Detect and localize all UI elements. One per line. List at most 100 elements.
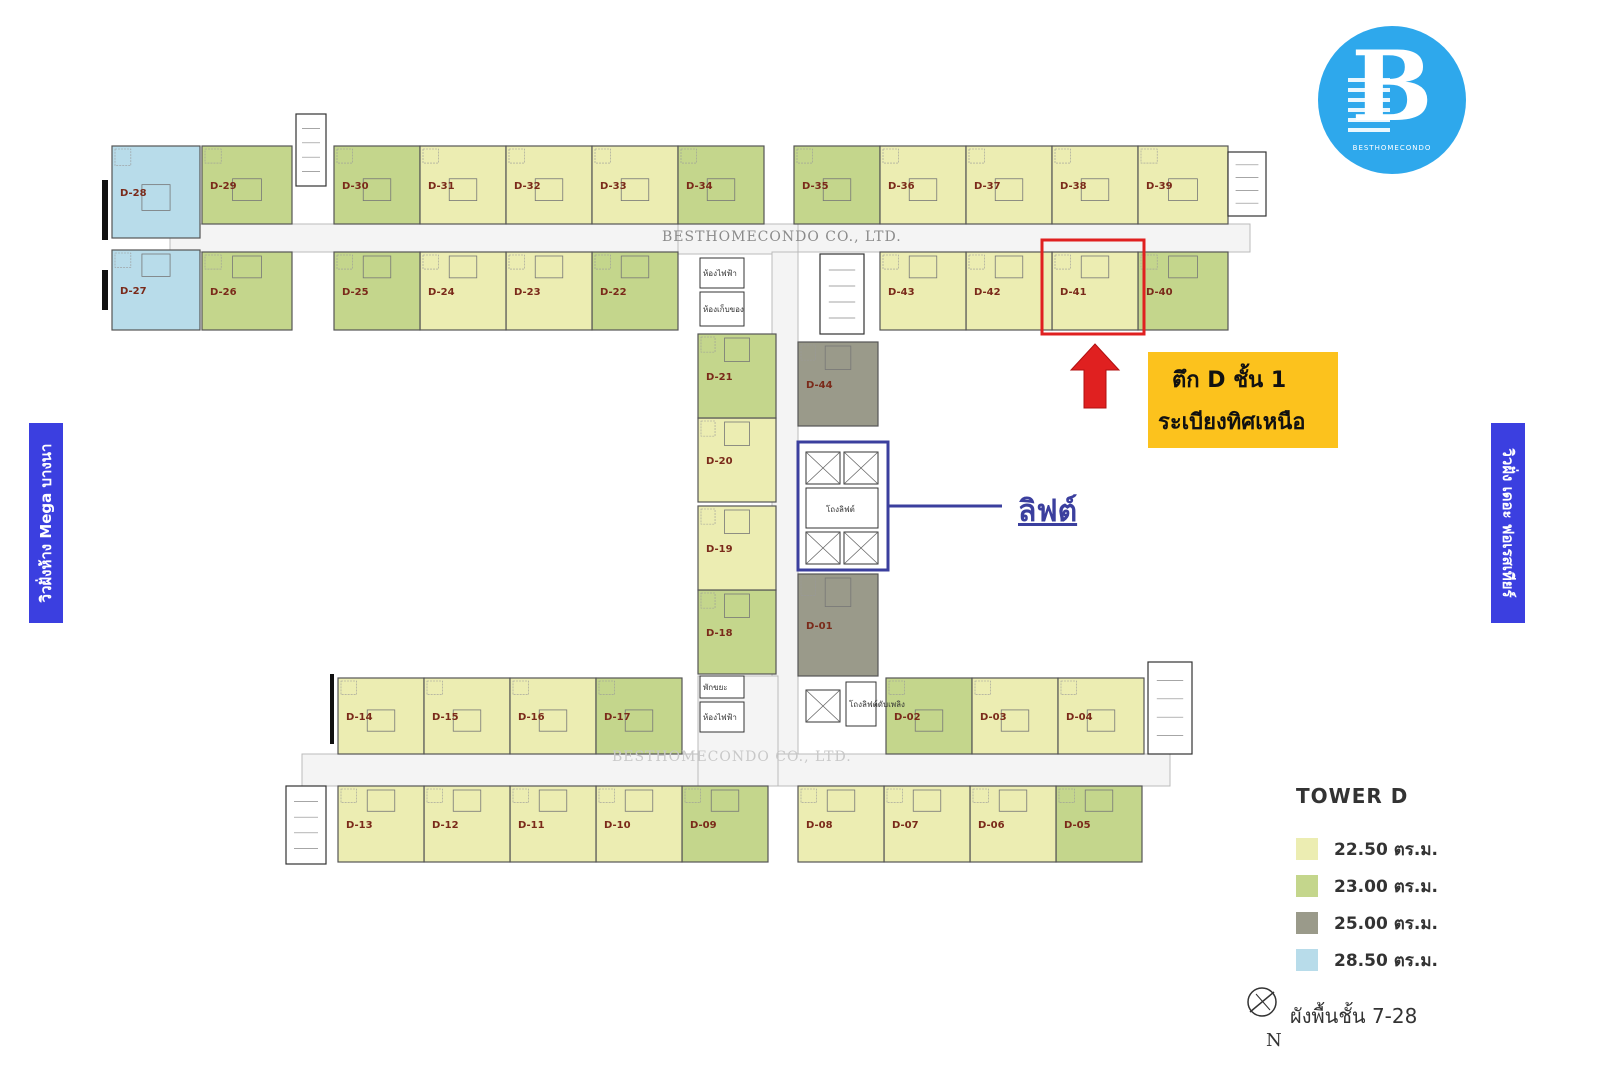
unit-d-02[interactable]: D-02 bbox=[885, 677, 973, 755]
unit-label: D-19 bbox=[706, 544, 733, 555]
unit-label: D-09 bbox=[690, 820, 717, 831]
unit-d-17[interactable]: D-17 bbox=[595, 677, 683, 755]
right-view-text: วิวฝั่ง เดอะ ฟอเรสเทียร์ bbox=[1499, 448, 1517, 598]
lift-label: ลิฟต์ bbox=[1018, 494, 1078, 529]
lift-core: โถงลิฟต์ bbox=[805, 451, 879, 723]
unit-d-27[interactable]: D-27 bbox=[111, 249, 201, 331]
stairwell-icon bbox=[285, 785, 327, 865]
unit-d-33[interactable]: D-33 bbox=[591, 145, 679, 225]
unit-d-13[interactable]: D-13 bbox=[337, 785, 425, 863]
unit-d-39[interactable]: D-39 bbox=[1137, 145, 1229, 225]
unit-d-01[interactable]: D-01 bbox=[797, 573, 879, 677]
unit-d-22[interactable]: D-22 bbox=[591, 251, 679, 331]
unit-d-44[interactable]: D-44 bbox=[797, 341, 879, 427]
unit-label: D-06 bbox=[978, 820, 1005, 831]
unit-d-43[interactable]: D-43 bbox=[879, 251, 967, 331]
unit-label: D-31 bbox=[428, 181, 455, 192]
unit-label: D-38 bbox=[1060, 181, 1087, 192]
logo-text: BESTHOMECONDO bbox=[1352, 144, 1432, 152]
unit-d-28[interactable]: D-28 bbox=[111, 145, 201, 239]
unit-d-29[interactable]: D-29 bbox=[201, 145, 293, 225]
unit-d-19[interactable]: D-19 bbox=[697, 505, 777, 591]
service-fire-lobby: โถงลิฟต์ดับเพลิง bbox=[845, 681, 905, 727]
callout-box: ตึก D ชั้น 1 ระเบียงทิศเหนือ bbox=[1148, 352, 1338, 448]
unit-d-06[interactable]: D-06 bbox=[969, 785, 1057, 863]
unit-d-23[interactable]: D-23 bbox=[505, 251, 593, 331]
legend-label: 22.50 ตร.ม. bbox=[1334, 839, 1438, 860]
unit-d-09[interactable]: D-09 bbox=[681, 785, 769, 863]
fire-elevator-icon bbox=[805, 689, 841, 723]
unit-d-40[interactable]: D-40 bbox=[1137, 251, 1229, 331]
service-label: ห้องเก็บของ bbox=[703, 304, 744, 314]
unit-label: D-21 bbox=[706, 372, 733, 383]
unit-label: D-33 bbox=[600, 181, 627, 192]
building-icon bbox=[1348, 78, 1390, 132]
unit-d-30[interactable]: D-30 bbox=[333, 145, 421, 225]
unit-label: D-16 bbox=[518, 712, 545, 723]
unit-label: D-17 bbox=[604, 712, 631, 723]
unit-label: D-08 bbox=[806, 820, 833, 831]
unit-d-42[interactable]: D-42 bbox=[965, 251, 1053, 331]
watermark-top: BESTHOMECONDO CO., LTD. bbox=[662, 229, 902, 245]
highlight-box-d41 bbox=[1040, 238, 1146, 336]
unit-d-14[interactable]: D-14 bbox=[337, 677, 425, 755]
unit-d-32[interactable]: D-32 bbox=[505, 145, 593, 225]
legend-swatch bbox=[1296, 912, 1318, 934]
legend-item: 28.50 ตร.ม. bbox=[1296, 947, 1438, 973]
unit-label: D-22 bbox=[600, 287, 627, 298]
unit-label: D-14 bbox=[346, 712, 373, 723]
unit-label: D-05 bbox=[1064, 820, 1091, 831]
unit-d-12[interactable]: D-12 bbox=[423, 785, 511, 863]
elevator-icon bbox=[805, 531, 841, 565]
unit-d-04[interactable]: D-04 bbox=[1057, 677, 1145, 755]
unit-d-36[interactable]: D-36 bbox=[879, 145, 967, 225]
unit-d-21[interactable]: D-21 bbox=[697, 333, 777, 419]
unit-label: D-10 bbox=[604, 820, 631, 831]
unit-d-25[interactable]: D-25 bbox=[333, 251, 421, 331]
unit-label: D-20 bbox=[706, 456, 733, 467]
unit-d-37[interactable]: D-37 bbox=[965, 145, 1053, 225]
unit-label: D-18 bbox=[706, 628, 733, 639]
unit-d-16[interactable]: D-16 bbox=[509, 677, 597, 755]
unit-d-08[interactable]: D-08 bbox=[797, 785, 885, 863]
unit-d-11[interactable]: D-11 bbox=[509, 785, 597, 863]
unit-label: D-28 bbox=[120, 188, 147, 199]
unit-label: D-25 bbox=[342, 287, 369, 298]
legend-item: 25.00 ตร.ม. bbox=[1296, 910, 1438, 936]
unit-label: D-41 bbox=[1060, 287, 1087, 298]
stairwell-icon bbox=[1227, 151, 1267, 217]
unit-label: D-44 bbox=[806, 380, 833, 391]
unit-label: D-36 bbox=[888, 181, 915, 192]
unit-label: D-11 bbox=[518, 820, 545, 831]
unit-d-20[interactable]: D-20 bbox=[697, 417, 777, 503]
unit-d-26[interactable]: D-26 bbox=[201, 251, 293, 331]
legend-label: 23.00 ตร.ม. bbox=[1334, 876, 1438, 897]
legend-title: TOWER D bbox=[1296, 784, 1409, 808]
unit-d-18[interactable]: D-18 bbox=[697, 589, 777, 675]
unit-d-10[interactable]: D-10 bbox=[595, 785, 683, 863]
unit-label: D-39 bbox=[1146, 181, 1173, 192]
unit-label: D-40 bbox=[1146, 287, 1173, 298]
unit-d-35[interactable]: D-35 bbox=[793, 145, 881, 225]
unit-d-24[interactable]: D-24 bbox=[419, 251, 507, 331]
unit-d-15[interactable]: D-15 bbox=[423, 677, 511, 755]
unit-d-38[interactable]: D-38 bbox=[1051, 145, 1139, 225]
service-label: ห้องไฟฟ้า bbox=[703, 713, 737, 722]
legend-item: 22.50 ตร.ม. bbox=[1296, 836, 1438, 862]
unit-label: D-02 bbox=[894, 712, 921, 723]
unit-d-31[interactable]: D-31 bbox=[419, 145, 507, 225]
unit-d-41[interactable]: D-41 bbox=[1051, 251, 1139, 331]
unit-d-07[interactable]: D-07 bbox=[883, 785, 971, 863]
unit-d-34[interactable]: D-34 bbox=[677, 145, 765, 225]
balcony-edge bbox=[330, 690, 334, 720]
unit-label: D-12 bbox=[432, 820, 459, 831]
lift-lobby-label: โถงลิฟต์ bbox=[826, 504, 855, 514]
legend-label: 25.00 ตร.ม. bbox=[1334, 913, 1438, 934]
unit-label: D-01 bbox=[806, 621, 833, 632]
unit-d-03[interactable]: D-03 bbox=[971, 677, 1059, 755]
service-label: พักขยะ bbox=[703, 683, 728, 692]
unit-d-05[interactable]: D-05 bbox=[1055, 785, 1143, 863]
floor-label: ผังพื้นชั้น 7-28 bbox=[1290, 1004, 1418, 1028]
unit-label: D-04 bbox=[1066, 712, 1093, 723]
service-rooms: ห้องไฟฟ้าห้องเก็บของพักขยะห้องไฟฟ้าโถงลิ… bbox=[699, 257, 905, 733]
